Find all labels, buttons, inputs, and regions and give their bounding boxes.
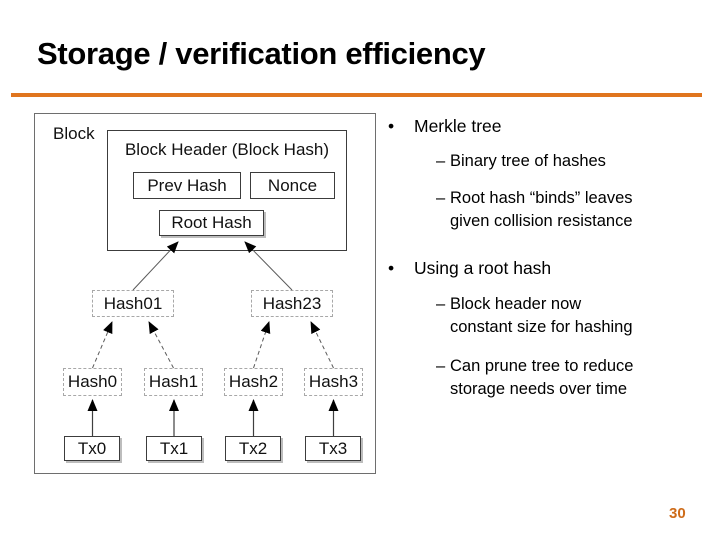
- subbullet-marker: –: [436, 357, 446, 375]
- hash23-box: Hash23: [251, 290, 333, 317]
- hash1-label: Hash1: [148, 372, 199, 391]
- slide-title: Storage / verification efficiency: [37, 36, 486, 71]
- hash2-label: Hash2: [228, 372, 279, 391]
- bullet-text: Using a root hash: [414, 258, 552, 278]
- block-header-title: Block Header (Block Hash): [124, 140, 330, 159]
- subbullet-text: Block header now constant size for hashi…: [450, 295, 633, 336]
- hash3-box: Hash3: [304, 368, 363, 396]
- subbullet-prune-tree: – Can prune tree to reduce storage needs…: [436, 355, 633, 401]
- hash-to-parent-arrows: [92, 321, 334, 369]
- prev-hash-box: Prev Hash: [133, 172, 241, 199]
- block-label: Block: [53, 124, 95, 143]
- tx2-box: Tx2: [225, 436, 281, 461]
- subbullet-text: Binary tree of hashes: [450, 152, 606, 170]
- prev-hash-label: Prev Hash: [147, 175, 227, 195]
- hash0-label: Hash0: [67, 372, 118, 391]
- hash01-box: Hash01: [92, 290, 174, 317]
- bullet-merkle-tree: • Merkle tree: [388, 116, 502, 137]
- hash23-label: Hash23: [262, 293, 322, 313]
- bullet-marker: •: [388, 116, 395, 136]
- bullet-text: Merkle tree: [414, 116, 502, 136]
- hash1-box: Hash1: [144, 368, 203, 396]
- hash01-label: Hash01: [103, 293, 163, 313]
- hash0-box: Hash0: [63, 368, 122, 396]
- subbullet-block-header-constant: – Block header now constant size for has…: [436, 293, 633, 339]
- hash3-label: Hash3: [308, 372, 359, 391]
- tx3-label: Tx3: [318, 438, 348, 458]
- tx0-box: Tx0: [64, 436, 120, 461]
- tx3-box: Tx3: [305, 436, 361, 461]
- subbullet-marker: –: [436, 295, 446, 313]
- bullet-marker: •: [388, 258, 395, 278]
- tx1-box: Tx1: [146, 436, 202, 461]
- tx0-label: Tx0: [77, 438, 107, 458]
- subbullet-marker: –: [436, 189, 446, 207]
- tx1-label: Tx1: [159, 438, 189, 458]
- hash2-box: Hash2: [224, 368, 283, 396]
- subbullet-root-hash-binds: – Root hash “binds” leaves given collisi…: [436, 187, 633, 233]
- merkle-tree-diagram: Block Block Header (Block Hash) Prev Has…: [34, 113, 376, 474]
- page-number: 30: [669, 505, 686, 522]
- tx-to-hash-arrows: [87, 399, 339, 436]
- subbullet-text: Can prune tree to reduce storage needs o…: [450, 357, 634, 398]
- root-hash-box: Root Hash: [159, 210, 264, 236]
- subbullet-binary-tree: – Binary tree of hashes: [436, 150, 606, 173]
- nonce-label: Nonce: [267, 175, 318, 195]
- nonce-box: Nonce: [250, 172, 335, 199]
- subbullet-text: Root hash “binds” leaves given collision…: [450, 189, 633, 230]
- bullet-using-root-hash: • Using a root hash: [388, 258, 551, 279]
- tx2-label: Tx2: [238, 438, 268, 458]
- subbullet-marker: –: [436, 152, 446, 170]
- root-hash-label: Root Hash: [171, 213, 252, 232]
- title-divider: [11, 93, 702, 97]
